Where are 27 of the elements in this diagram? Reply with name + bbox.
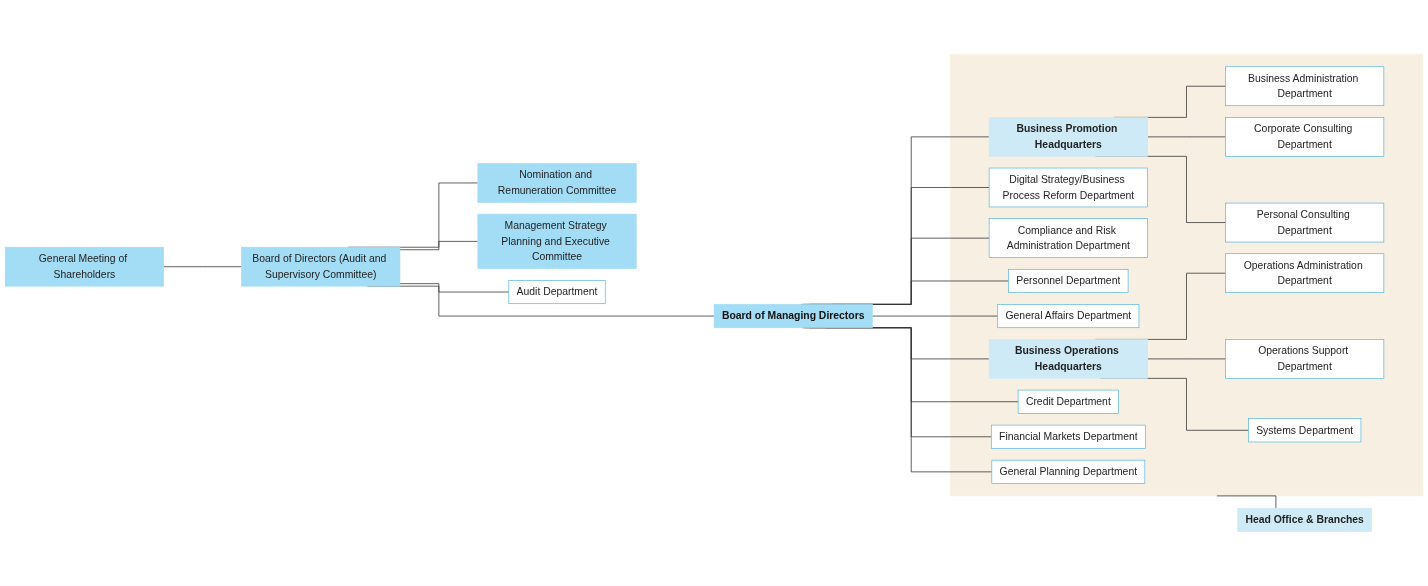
node-box: Board of Managing Directors xyxy=(713,304,873,329)
node-box: Business Operations Headquarters xyxy=(988,339,1148,379)
cluster xyxy=(949,54,1424,497)
connector xyxy=(1216,495,1277,509)
node-box: Financial Markets Department xyxy=(990,424,1146,449)
connector xyxy=(399,283,510,293)
node-box: Operations Administration Department xyxy=(1225,253,1385,293)
node-box: Operations Support Department xyxy=(1225,339,1385,379)
node-box: Nomination and Remuneration Committee xyxy=(477,163,637,203)
node-box: Board of Directors (Audit and Supervisory Committee) xyxy=(241,246,401,287)
node-box: Personnel Department xyxy=(1008,268,1129,293)
connector xyxy=(163,266,242,268)
node-box: Credit Department xyxy=(1017,389,1119,414)
node-box: General Affairs Department xyxy=(997,304,1140,329)
node-box: Business Promotion Headquarters xyxy=(988,117,1148,157)
node-box: Head Office & Branches xyxy=(1237,507,1372,532)
connector xyxy=(399,241,479,251)
node-box: Systems Department xyxy=(1248,418,1362,443)
node-box: Digital Strategy/Business Process Reform Department xyxy=(988,167,1148,208)
node-box: Management Strategy Planning and Executive Committee xyxy=(477,213,637,269)
node-box: General Planning Department xyxy=(991,459,1146,484)
node-box: Corporate Consulting Department xyxy=(1225,117,1385,157)
node-box: Business Administration Department xyxy=(1225,66,1385,107)
node-box: Audit Department xyxy=(508,280,606,305)
node-box: Personal Consulting Department xyxy=(1225,202,1385,243)
node-box: General Meeting of Shareholders xyxy=(4,246,164,287)
node-box: Compliance and Risk Administration Department xyxy=(988,218,1148,258)
